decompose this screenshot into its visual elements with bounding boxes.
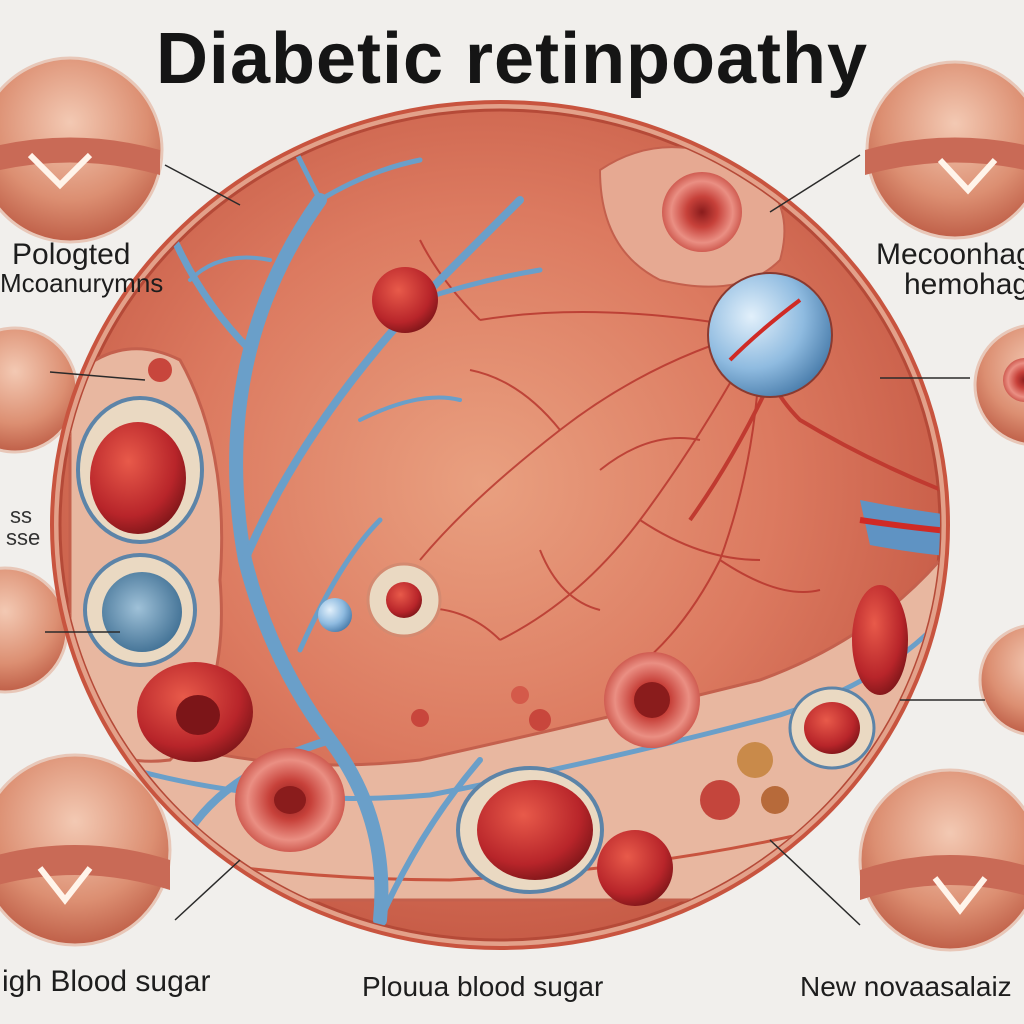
- lesion-donut-right: [604, 652, 700, 748]
- label-bottom-center: Plouua blood sugar: [362, 971, 604, 1002]
- label-mid-left-1: ss: [10, 503, 32, 528]
- magnified-circle-mid-right: [973, 324, 1024, 446]
- lesion-donut-bottom-left: [235, 748, 345, 852]
- label-top-left-1: Pologted: [12, 238, 131, 271]
- optic-nerve: [860, 500, 940, 560]
- label-bottom-left: igh Blood sugar: [2, 965, 211, 998]
- magnified-circle-top-right: [865, 60, 1024, 240]
- hemorrhage-site-top-right: [598, 146, 833, 398]
- label-mid-left-2: sse: [6, 525, 41, 550]
- magnified-circle-bottom-left: [0, 753, 172, 947]
- microaneurysm-cluster: [148, 267, 551, 731]
- lesion-right-edge: [852, 585, 908, 695]
- lesion-left-top: [76, 396, 204, 544]
- lesion-left-bottom: [137, 662, 253, 762]
- label-top-left-2: Mcoanurymns: [0, 268, 164, 298]
- magnified-circle-top-left: [0, 56, 164, 244]
- leader-lines: [45, 154, 985, 926]
- lesion-sphere-bottom: [597, 830, 673, 906]
- lesion-left-blue: [83, 553, 197, 667]
- diagram-title: Diabetic retinpoathy: [155, 19, 869, 99]
- label-top-right-1: Mecoonhag: [876, 238, 1024, 271]
- lesion-large-bottom-center: [456, 766, 604, 894]
- magnified-circle-right: [978, 624, 1024, 736]
- label-top-right-2: hemohag: [904, 268, 1024, 301]
- magnified-circle-bottom-right: [858, 768, 1024, 952]
- label-bottom-right: New novaasalaiz: [800, 971, 1012, 1002]
- lesion-right-cluster: [700, 686, 876, 820]
